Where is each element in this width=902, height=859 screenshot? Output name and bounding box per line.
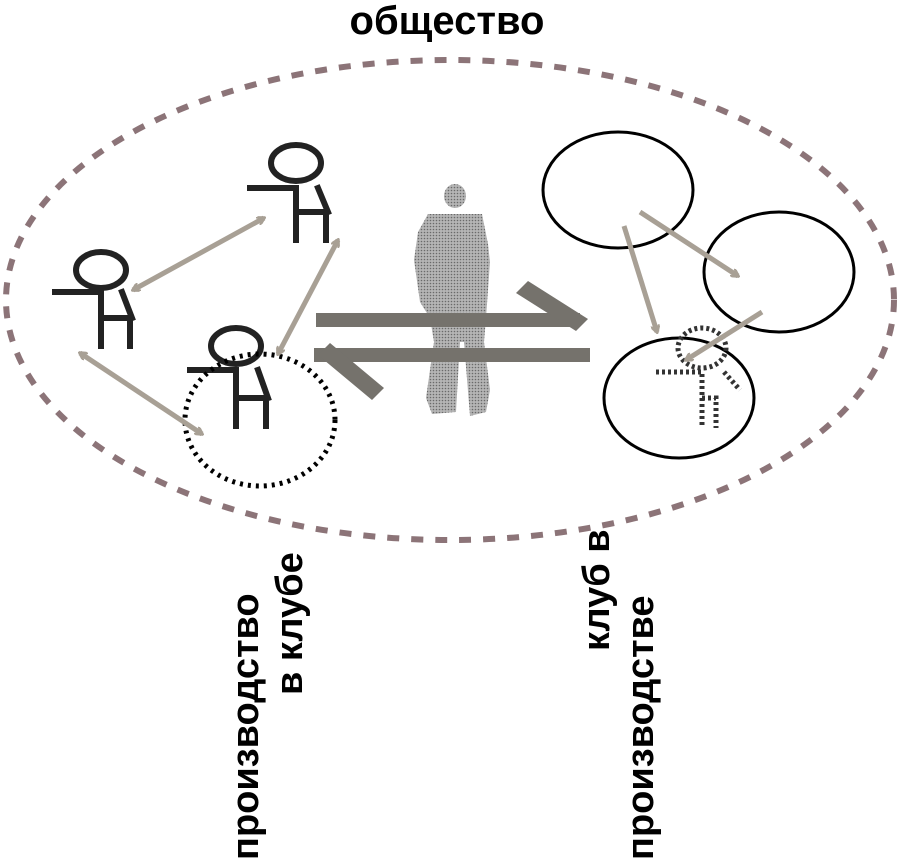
club-circle bbox=[182, 351, 338, 489]
label-club-in-production: клуб в производстве bbox=[576, 529, 662, 859]
dotted-person-figure-icon bbox=[656, 325, 742, 428]
label-production-in-club: производство в клубе bbox=[225, 552, 311, 859]
label-line-2: производстве bbox=[620, 595, 662, 859]
club-circle bbox=[541, 130, 695, 250]
person-figure-icon bbox=[247, 142, 332, 243]
relation-arrows-right bbox=[621, 209, 764, 363]
exchange-arrows bbox=[314, 281, 590, 400]
label-line-1: производство bbox=[225, 593, 267, 859]
diagram-title: общество bbox=[350, 0, 545, 43]
person-figure-icon bbox=[187, 325, 272, 429]
label-line-1: клуб в bbox=[576, 529, 618, 651]
person-figure-icon bbox=[52, 249, 136, 349]
club-circle bbox=[702, 210, 856, 334]
society-boundary bbox=[3, 57, 897, 543]
relation-arrows-left bbox=[80, 215, 341, 437]
label-line-2: в клубе bbox=[269, 552, 311, 695]
businessman-silhouette-icon bbox=[414, 184, 490, 416]
